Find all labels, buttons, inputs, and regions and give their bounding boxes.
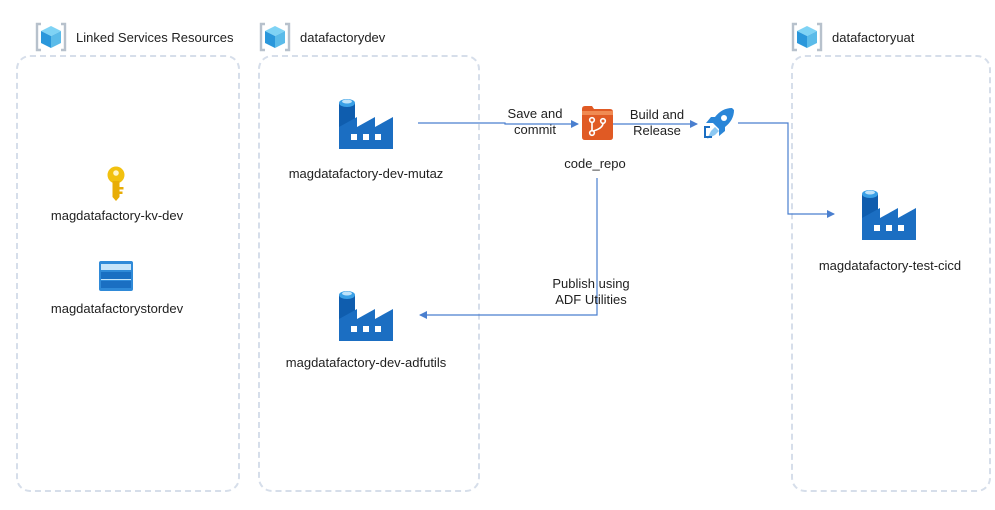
resource-group-icon (258, 20, 292, 54)
group-datafactorydev (258, 55, 480, 492)
key-vault-icon (105, 166, 127, 207)
group-label-uat: datafactoryuat (832, 29, 915, 45)
node-label-kv: magdatafactory-kv-dev (50, 208, 184, 223)
edge-label-publish: Publish using ADF Utilities (552, 276, 629, 308)
edge-save-commit (418, 120, 579, 128)
edge-label-publish-line1: Publish using (552, 276, 630, 291)
group-label-dev: datafactorydev (300, 29, 386, 45)
data-factory-icon (860, 186, 918, 247)
node-label-mutaz: magdatafactory-dev-mutaz (288, 166, 444, 181)
group-header-uat: datafactoryuat (790, 20, 914, 54)
group-datafactoryuat (791, 55, 991, 492)
edge-label-save-line2: commit (514, 122, 556, 137)
storage-account-icon (99, 261, 133, 296)
node-label-cicd: magdatafactory-test-cicd (818, 258, 962, 273)
group-label-linked: Linked Services Resources (76, 29, 234, 45)
group-linked-services (16, 55, 240, 492)
edge-label-build: Build and Release (630, 107, 684, 139)
git-repo-icon (582, 106, 613, 145)
group-header-dev: datafactorydev (258, 20, 385, 54)
resource-group-icon (790, 20, 824, 54)
resource-group-icon (34, 20, 68, 54)
node-label-repo: code_repo (564, 156, 626, 171)
data-factory-icon (337, 95, 395, 156)
edge-publish-adfutils (419, 178, 598, 319)
edge-label-save-line1: Save and (507, 106, 563, 121)
edge-label-build-line1: Build and (629, 107, 685, 122)
edge-label-build-line2: Release (633, 123, 681, 138)
node-label-stor: magdatafactorystordev (50, 301, 184, 316)
pipelines-rocket-icon (702, 106, 736, 145)
data-factory-icon (337, 287, 395, 348)
edge-label-publish-line2: ADF Utilities (555, 292, 627, 307)
node-label-adfutils: magdatafactory-dev-adfutils (285, 355, 447, 370)
edge-release-uat (738, 122, 835, 218)
edge-label-save: Save and commit (508, 106, 563, 138)
group-header-linked: Linked Services Resources (34, 20, 234, 54)
